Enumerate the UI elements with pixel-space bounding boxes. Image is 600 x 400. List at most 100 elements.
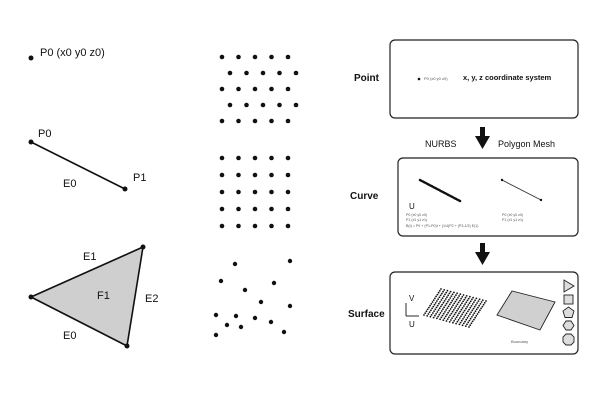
grid-point	[227, 102, 233, 108]
surface-point	[432, 316, 435, 319]
curve-u-label: U	[409, 202, 415, 211]
surface-point	[465, 318, 468, 321]
polygon-mesh-end-point	[539, 198, 543, 202]
surface-point	[455, 322, 457, 325]
surface-point	[455, 305, 458, 307]
surface-point	[463, 316, 466, 318]
surface-point	[458, 306, 461, 308]
surface-boundary-label: Boundary	[511, 339, 528, 344]
surface-point	[438, 296, 441, 299]
surface-point	[431, 307, 433, 310]
grid-point	[269, 155, 274, 161]
surface-point	[474, 310, 477, 313]
surface-point	[429, 315, 432, 318]
scatter-point	[268, 319, 274, 325]
surface-point	[485, 300, 487, 302]
surface-point	[456, 314, 459, 317]
surface-point	[459, 310, 462, 313]
scatter-point	[218, 278, 224, 284]
grid-point	[285, 86, 291, 92]
surface-point	[456, 309, 458, 312]
surface-point	[458, 317, 461, 319]
surface-point	[442, 319, 445, 321]
surface-point	[449, 297, 452, 299]
grid-point	[285, 118, 291, 124]
surface-point	[452, 298, 455, 300]
surface-point	[448, 292, 451, 295]
triangle-vertex-left	[28, 294, 34, 300]
surface-point	[436, 300, 438, 302]
triangle-icon	[563, 279, 575, 293]
surface-point	[460, 319, 463, 322]
surface-point	[432, 299, 435, 301]
grid-point	[252, 118, 258, 124]
surface-panel	[389, 271, 579, 355]
surface-point	[455, 298, 458, 301]
surface-point	[459, 293, 462, 295]
surface-point	[471, 309, 474, 312]
surface-point	[449, 314, 451, 317]
surface-point	[433, 310, 435, 312]
scatter-point	[242, 287, 248, 293]
grid-point	[219, 189, 225, 195]
surface-point	[459, 304, 462, 306]
scatter-point	[252, 315, 258, 321]
surface-point	[444, 293, 446, 296]
nurbs-text-1: P0 (x0 y0 z0)	[406, 213, 427, 217]
surface-point	[442, 312, 445, 315]
grid-point	[260, 102, 266, 108]
surface-point	[455, 316, 458, 318]
surface-point	[446, 313, 448, 316]
surface-point	[457, 308, 460, 310]
surface-point	[467, 310, 469, 313]
uv-axes-icon	[405, 303, 419, 317]
surface-point	[436, 293, 439, 296]
surface-point	[452, 321, 454, 324]
row-label-point: Point	[354, 73, 380, 84]
surface-point	[441, 303, 443, 306]
surface-point	[428, 311, 431, 313]
surface-point	[439, 312, 442, 314]
surface-point	[471, 298, 473, 301]
grid-point	[252, 189, 258, 195]
surface-point	[472, 296, 474, 299]
down-arrow-icon	[475, 127, 490, 149]
surface-point	[466, 306, 468, 308]
surface-point	[454, 311, 457, 314]
surface-point	[444, 311, 446, 313]
surface-point	[467, 304, 470, 306]
surface-point	[476, 313, 479, 315]
grid-point	[293, 70, 299, 76]
surface-point	[478, 304, 480, 307]
surface-point	[451, 293, 454, 296]
surface-point	[450, 301, 452, 304]
surface-point	[443, 306, 445, 309]
grid-point	[219, 118, 225, 124]
surface-point	[438, 313, 441, 316]
surface-point	[474, 316, 476, 319]
surface-point	[456, 320, 459, 323]
hexagon-icon	[562, 320, 575, 331]
grid-point	[285, 206, 291, 212]
surface-point	[437, 315, 439, 318]
surface-point	[461, 324, 464, 327]
grid-point	[219, 54, 225, 60]
surface-point	[470, 305, 473, 307]
surface-point	[459, 299, 461, 302]
surface-point	[476, 302, 478, 304]
grid-point	[285, 223, 291, 229]
grid-point	[285, 155, 291, 161]
surface-point	[480, 301, 483, 303]
grid-point	[236, 86, 241, 92]
surface-point	[434, 308, 437, 311]
surface-point	[470, 311, 472, 314]
surface-point	[444, 315, 447, 318]
surface-point	[475, 308, 478, 311]
triangle-face	[29, 245, 145, 348]
grid-point	[252, 223, 258, 229]
surface-point	[460, 297, 462, 300]
grid-point	[227, 70, 233, 76]
surface-point	[483, 302, 486, 304]
staggered-point-grid	[219, 54, 299, 124]
grid-point	[219, 155, 225, 161]
